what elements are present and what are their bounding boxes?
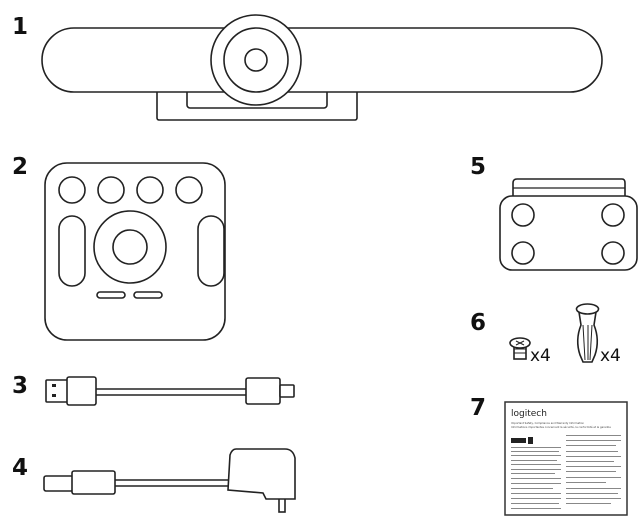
wall-anchor-illustration <box>575 303 600 363</box>
item-number-7: 7 <box>470 395 486 421</box>
logitech-logo: logitech <box>511 409 547 419</box>
wall-bracket-illustration <box>499 178 638 271</box>
item-number-3: 3 <box>12 373 28 399</box>
anchor-quantity: x4 <box>600 346 621 366</box>
doc-heading-fr: Informations importantes concernant la s… <box>511 425 611 429</box>
item-number-6: 6 <box>470 310 486 336</box>
camera-illustration <box>41 14 603 121</box>
item-number-5: 5 <box>470 154 486 180</box>
item-number-4: 4 <box>12 455 28 481</box>
power-adapter-illustration <box>43 448 296 513</box>
screw-quantity: x4 <box>530 346 551 366</box>
item-number-1: 1 <box>12 14 28 40</box>
documentation-illustration: logitech Important Safety, Compliance an… <box>504 401 628 516</box>
usb-cable-illustration <box>45 376 295 406</box>
doc-body-text <box>511 435 621 509</box>
remote-illustration <box>44 162 226 341</box>
screw-illustration <box>509 337 531 360</box>
item-number-2: 2 <box>12 154 28 180</box>
doc-heading-en: Important Safety, Compliance and Warrant… <box>511 421 584 425</box>
